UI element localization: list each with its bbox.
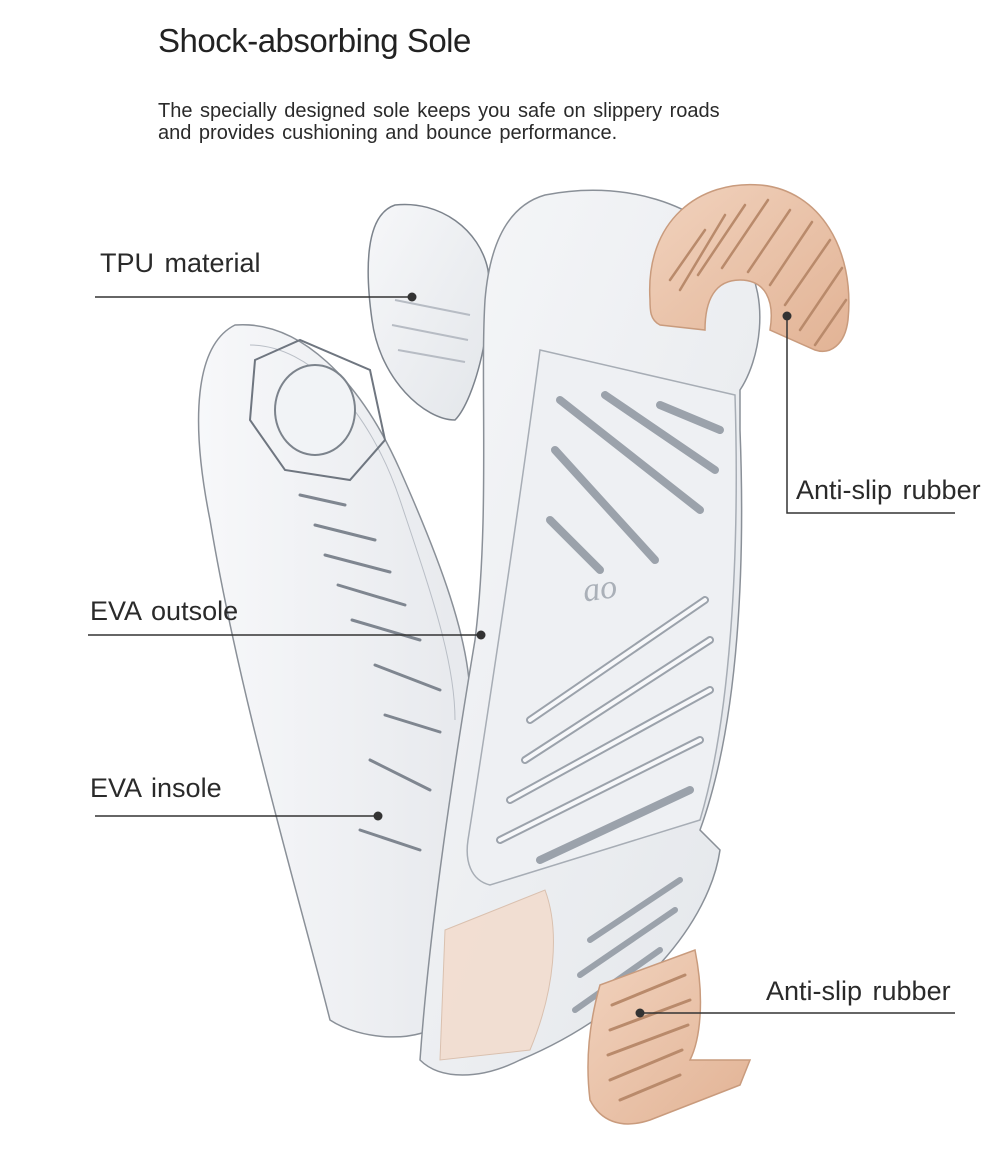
eva-outsole-shape: ao: [419, 189, 761, 1076]
leader-dots: [373, 292, 792, 1018]
callout-eva-outsole: EVA outsole: [90, 596, 239, 626]
callout-eva-insole: EVA insole: [90, 773, 222, 803]
anti-slip-rubber-forefoot-shape: [587, 948, 752, 1125]
description-line-1: The specially designed sole keeps you sa…: [158, 100, 720, 122]
anti-slip-rubber-heel-shape: [649, 183, 850, 352]
callout-anti-slip-rubber-bottom: Anti-slip rubber: [766, 976, 951, 1006]
description-line-2: and provides cushioning and bounce perfo…: [158, 122, 618, 144]
eva-insole-shape: [197, 324, 471, 1038]
tpu-piece-shape: [367, 203, 491, 421]
page-title: Shock-absorbing Sole: [158, 22, 471, 59]
callout-anti-slip-rubber-top: Anti-slip rubber: [796, 475, 981, 505]
callout-tpu-material: TPU material: [100, 248, 261, 278]
leader-anti-slip-top: [786, 316, 955, 514]
description: The specially designed sole keeps you sa…: [158, 100, 818, 144]
brand-mark: ao: [580, 568, 619, 609]
leader-lines: [88, 296, 955, 1014]
